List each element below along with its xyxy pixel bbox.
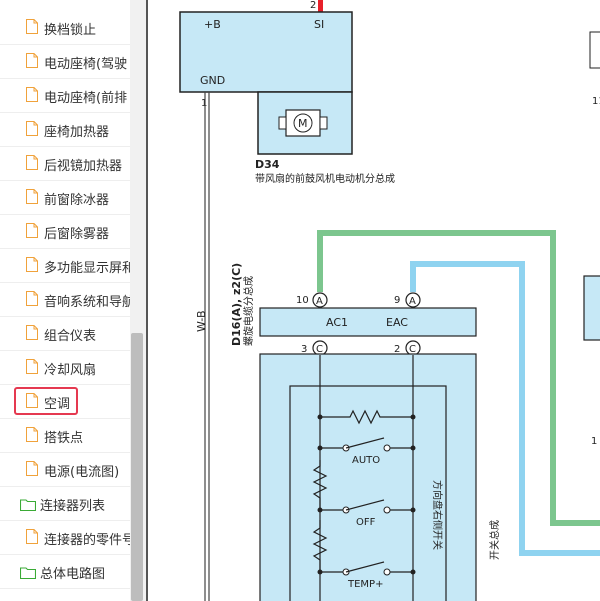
sidebar-item-label: 后视镜加热器 <box>44 159 123 174</box>
pin-bottom-1: 1 <box>201 98 207 109</box>
file-icon <box>26 461 38 476</box>
sidebar-item-label: 总体电路图 <box>40 567 106 582</box>
connector-name: 螺旋电缆分总成 <box>242 276 255 346</box>
motor-name: 带风扇的前鼓风机电动机分总成 <box>255 172 395 185</box>
sidebar-item[interactable]: 音响系统和导航 <box>0 282 130 317</box>
sidebar-item[interactable]: 连接器列表 <box>0 486 130 521</box>
pane-divider[interactable] <box>146 0 148 601</box>
sidebar-item[interactable]: 组合仪表 <box>0 316 130 351</box>
assembly-label-vertical: 开关总成 <box>488 520 501 560</box>
connector-code: D16(A), z2(C) <box>230 263 243 346</box>
switch-auto-label: AUTO <box>352 455 380 466</box>
pin-3: 3 <box>301 344 307 355</box>
blue-wire <box>410 261 600 556</box>
pin-right-1: 1 <box>591 436 597 447</box>
motor-symbol: M <box>298 117 308 130</box>
sidebar-item[interactable]: 后视镜加热器 <box>0 146 130 181</box>
file-icon <box>26 121 38 136</box>
pin-gnd-label: GND <box>200 74 225 87</box>
motor-icon <box>293 113 313 133</box>
top-component-box <box>179 11 353 93</box>
file-icon <box>26 53 38 68</box>
sidebar-item-label: 连接器列表 <box>40 499 106 514</box>
pin-10-letter: A <box>316 296 323 307</box>
wiring-diagram: 2 +B SI GND 1 M D34 带风扇的前鼓风机电动机分总成 W-B 1… <box>179 0 600 601</box>
sidebar-item[interactable]: 空调 <box>0 384 130 419</box>
sidebar-scrollbar-thumb[interactable] <box>131 333 143 601</box>
file-icon <box>26 393 38 408</box>
file-icon <box>26 19 38 34</box>
pin-b-label: +B <box>204 18 221 31</box>
pin-2-letter: C <box>409 344 416 355</box>
switch-off-label: OFF <box>356 517 376 528</box>
pin-top-right: 2 <box>310 0 316 11</box>
sidebar-tree: 换档锁止电动座椅(驾驶电动座椅(前排座椅加热器后视镜加热器前窗除冰器后窗除雾器多… <box>0 0 130 601</box>
resistor-top <box>320 409 413 425</box>
file-icon <box>26 223 38 238</box>
pin-9-letter: A <box>409 296 416 307</box>
eac-label: EAC <box>386 316 408 329</box>
sidebar-item-label: 换档锁止 <box>44 23 97 38</box>
switch-label-vertical: 方向盘右侧开关 <box>431 480 444 550</box>
selected-item-highlight <box>14 387 78 415</box>
switch-assembly-box <box>259 353 477 601</box>
switch-temp-plus-label: TEMP+ <box>347 579 383 590</box>
motor-code: D34 <box>255 158 280 171</box>
folder-icon <box>19 496 37 512</box>
spiral-cable-box <box>259 307 477 337</box>
sidebar-item-label: 搭铁点 <box>44 431 84 446</box>
file-icon <box>26 529 38 544</box>
sidebar-item-label: 多功能显示屏和 <box>44 261 130 276</box>
sidebar-item-label: 电动座椅(前排 <box>44 91 128 106</box>
file-icon <box>26 291 38 306</box>
sidebar-item[interactable]: 电动座椅(前排 <box>0 78 130 113</box>
pin-right-11: 11 <box>592 96 600 107</box>
sidebar-item-label: 电源(电流图) <box>44 465 120 480</box>
file-icon <box>26 359 38 374</box>
red-wire <box>318 0 323 12</box>
ac1-label: AC1 <box>326 316 348 329</box>
sidebar-item[interactable]: 连接器的零件号 <box>0 520 130 555</box>
file-icon <box>26 325 38 340</box>
sidebar-item-label: 音响系统和导航 <box>44 295 130 310</box>
sidebar-item[interactable]: 座椅加热器 <box>0 112 130 147</box>
file-icon <box>26 155 38 170</box>
switch-inner-box <box>289 385 447 601</box>
sidebar-item[interactable]: 总体电路图 <box>0 554 130 589</box>
sidebar-item[interactable]: 多功能显示屏和 <box>0 248 130 283</box>
pin-10: 10 <box>296 295 309 306</box>
file-icon <box>26 257 38 272</box>
sidebar-item[interactable]: 冷却风扇 <box>0 350 130 385</box>
pin-2: 2 <box>394 344 400 355</box>
sidebar-item-label: 电动座椅(驾驶 <box>44 57 128 72</box>
sidebar-item-label: 空调 <box>44 397 71 412</box>
wire-wb-label: W-B <box>195 310 208 332</box>
sidebar-item[interactable]: 电动座椅(驾驶 <box>0 44 130 79</box>
folder-icon <box>19 564 37 580</box>
sidebar-item-label: 前窗除冰器 <box>44 193 110 208</box>
green-wire <box>317 230 600 526</box>
sidebar-item-label: 座椅加热器 <box>44 125 110 140</box>
sidebar-item[interactable]: 前窗除冰器 <box>0 180 130 215</box>
sidebar-item-label: 连接器的零件号 <box>44 533 130 548</box>
sidebar-item-label: 后窗除雾器 <box>44 227 110 242</box>
sidebar-item[interactable]: 搭铁点 <box>0 418 130 453</box>
file-icon <box>26 189 38 204</box>
sidebar-item-label: 组合仪表 <box>44 329 97 344</box>
sidebar-item[interactable]: 后窗除雾器 <box>0 214 130 249</box>
pin-si-label: SI <box>314 18 324 31</box>
file-icon <box>26 87 38 102</box>
pin-9: 9 <box>394 295 400 306</box>
sidebar-item-label: 冷却风扇 <box>44 363 97 378</box>
pin-3-letter: C <box>316 344 323 355</box>
sidebar-item[interactable]: 换档锁止 <box>0 10 130 45</box>
sidebar-item[interactable]: 电源(电流图) <box>0 452 130 487</box>
file-icon <box>26 427 38 442</box>
